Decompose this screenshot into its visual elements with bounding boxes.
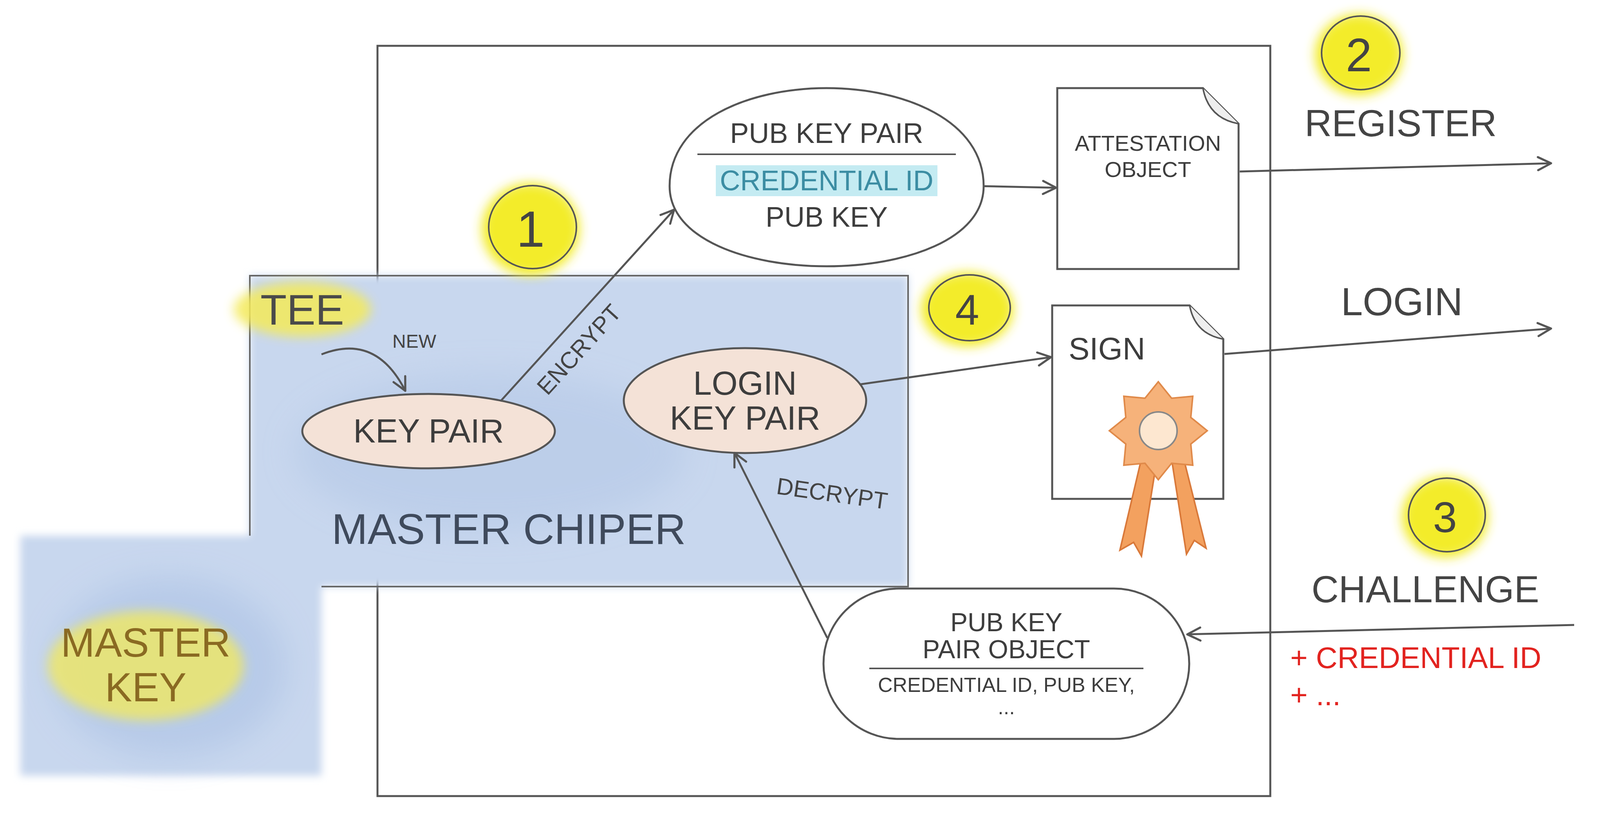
label-holder: 1 [516, 201, 545, 258]
page-fold [1202, 88, 1239, 124]
callout-glow [1401, 476, 1489, 558]
document-outline [1052, 305, 1224, 499]
edge-label: ENCRYPT [531, 299, 627, 400]
tee-fill [20, 275, 909, 776]
text-area: KEY PAIR [339, 404, 519, 458]
text-holder: TEE [260, 285, 345, 334]
text-holder: MASTER KEY [43, 620, 248, 710]
text-area: LOGIN KEY PAIR [659, 362, 831, 439]
label-holder: 4 [955, 285, 979, 334]
node-label: ATTESTATION OBJECT [1063, 130, 1232, 183]
key-ellipse: LOGIN KEY PAIR [622, 346, 868, 455]
text-area: ATTESTATION OBJECT [1063, 130, 1232, 255]
label-holder: NEW [392, 331, 437, 353]
register-arrow [1239, 163, 1552, 172]
tee-border [249, 275, 909, 587]
rosette-center [1139, 411, 1178, 450]
document: SIGN [1051, 304, 1225, 501]
label-holder: + CREDENTIAL ID [1290, 641, 1542, 675]
ribbon-tail [1170, 446, 1207, 555]
arrow-connector [860, 357, 1052, 385]
node-label: CREDENTIAL ID [715, 165, 938, 197]
callout-glow [1314, 14, 1403, 96]
callout-circle [928, 274, 1011, 341]
rosette [1109, 381, 1208, 480]
stadium-outline [823, 588, 1190, 739]
ellipse-outline [302, 393, 555, 469]
node-label: PUB KEY PAIR OBJECT [919, 608, 1094, 664]
label-holder: REGISTER [1304, 102, 1498, 145]
arrow-connector [984, 186, 1057, 188]
label-holder: CHALLENGE [1311, 568, 1540, 611]
node-label: PUB KEY [765, 201, 888, 233]
callout-circle [1321, 16, 1400, 90]
node-label: CREDENTIAL ID, PUB KEY, ... [869, 673, 1144, 719]
node-label: PUB KEY PAIR [729, 117, 924, 149]
highlight-glow [233, 281, 371, 337]
new-arrow [321, 348, 406, 391]
text-area: SIGN [1068, 331, 1209, 485]
flow-label: LOGIN [1340, 279, 1463, 324]
document: ATTESTATION OBJECT [1056, 86, 1240, 271]
callout-glow [481, 182, 580, 276]
node-label: KEY PAIR [353, 412, 504, 450]
label-holder: 3 [1432, 493, 1457, 541]
text-area: PUB KEY PAIR CREDENTIAL ID PUB KEY [691, 102, 962, 248]
note-text: + CREDENTIAL ID [1290, 641, 1542, 675]
note-text: + ... [1290, 678, 1341, 712]
callout-number: 4 [955, 285, 979, 334]
text-holder: MASTER CHIPER [331, 505, 687, 553]
callout-number: 3 [1432, 493, 1457, 541]
region-label: MASTER CHIPER [331, 505, 687, 553]
flow-label: CHALLENGE [1311, 568, 1540, 611]
node-label: SIGN [1068, 331, 1146, 367]
login-arrow [1224, 328, 1552, 354]
ribbon-tail [1119, 450, 1158, 557]
challenge-arrow [1187, 624, 1575, 635]
ellipse-outline [623, 348, 867, 454]
label-holder: ENCRYPT [531, 299, 627, 400]
text-area: PUB KEY PAIR OBJECT CREDENTIAL ID, PUB KE… [865, 603, 1148, 725]
label-holder: DECRYPT [774, 473, 890, 515]
key-ellipse: KEY PAIR [301, 392, 557, 470]
page-fold [1189, 305, 1224, 340]
label-holder: 2 [1345, 28, 1373, 81]
dome-outline [669, 88, 984, 267]
tee-region: TEE MASTER CHIPER MASTER KEY KEY PAIR LOGIN … [20, 275, 909, 776]
flow-label: REGISTER [1304, 102, 1498, 145]
callout-circle [488, 185, 577, 269]
divider-line [697, 153, 956, 156]
key-object: PUB KEY PAIR CREDENTIAL ID PUB KEY [668, 86, 985, 268]
label-holder: + ... [1290, 678, 1341, 712]
region-label: TEE [260, 285, 345, 334]
region-label: MASTER KEY [43, 620, 248, 710]
arrow-label: NEW [392, 331, 437, 353]
key-object: PUB KEY PAIR OBJECT CREDENTIAL ID, PUB KE… [822, 587, 1191, 741]
callout-number: 1 [516, 201, 545, 258]
edge-label: DECRYPT [774, 473, 890, 515]
highlight-glow [47, 610, 244, 721]
callout-circle [1408, 478, 1486, 552]
node-label: LOGIN KEY PAIR [659, 365, 831, 436]
label-holder: LOGIN [1340, 279, 1463, 324]
callout-number: 2 [1345, 28, 1373, 81]
divider-line [869, 667, 1144, 670]
document-outline [1057, 88, 1239, 270]
callout-glow [920, 272, 1014, 347]
